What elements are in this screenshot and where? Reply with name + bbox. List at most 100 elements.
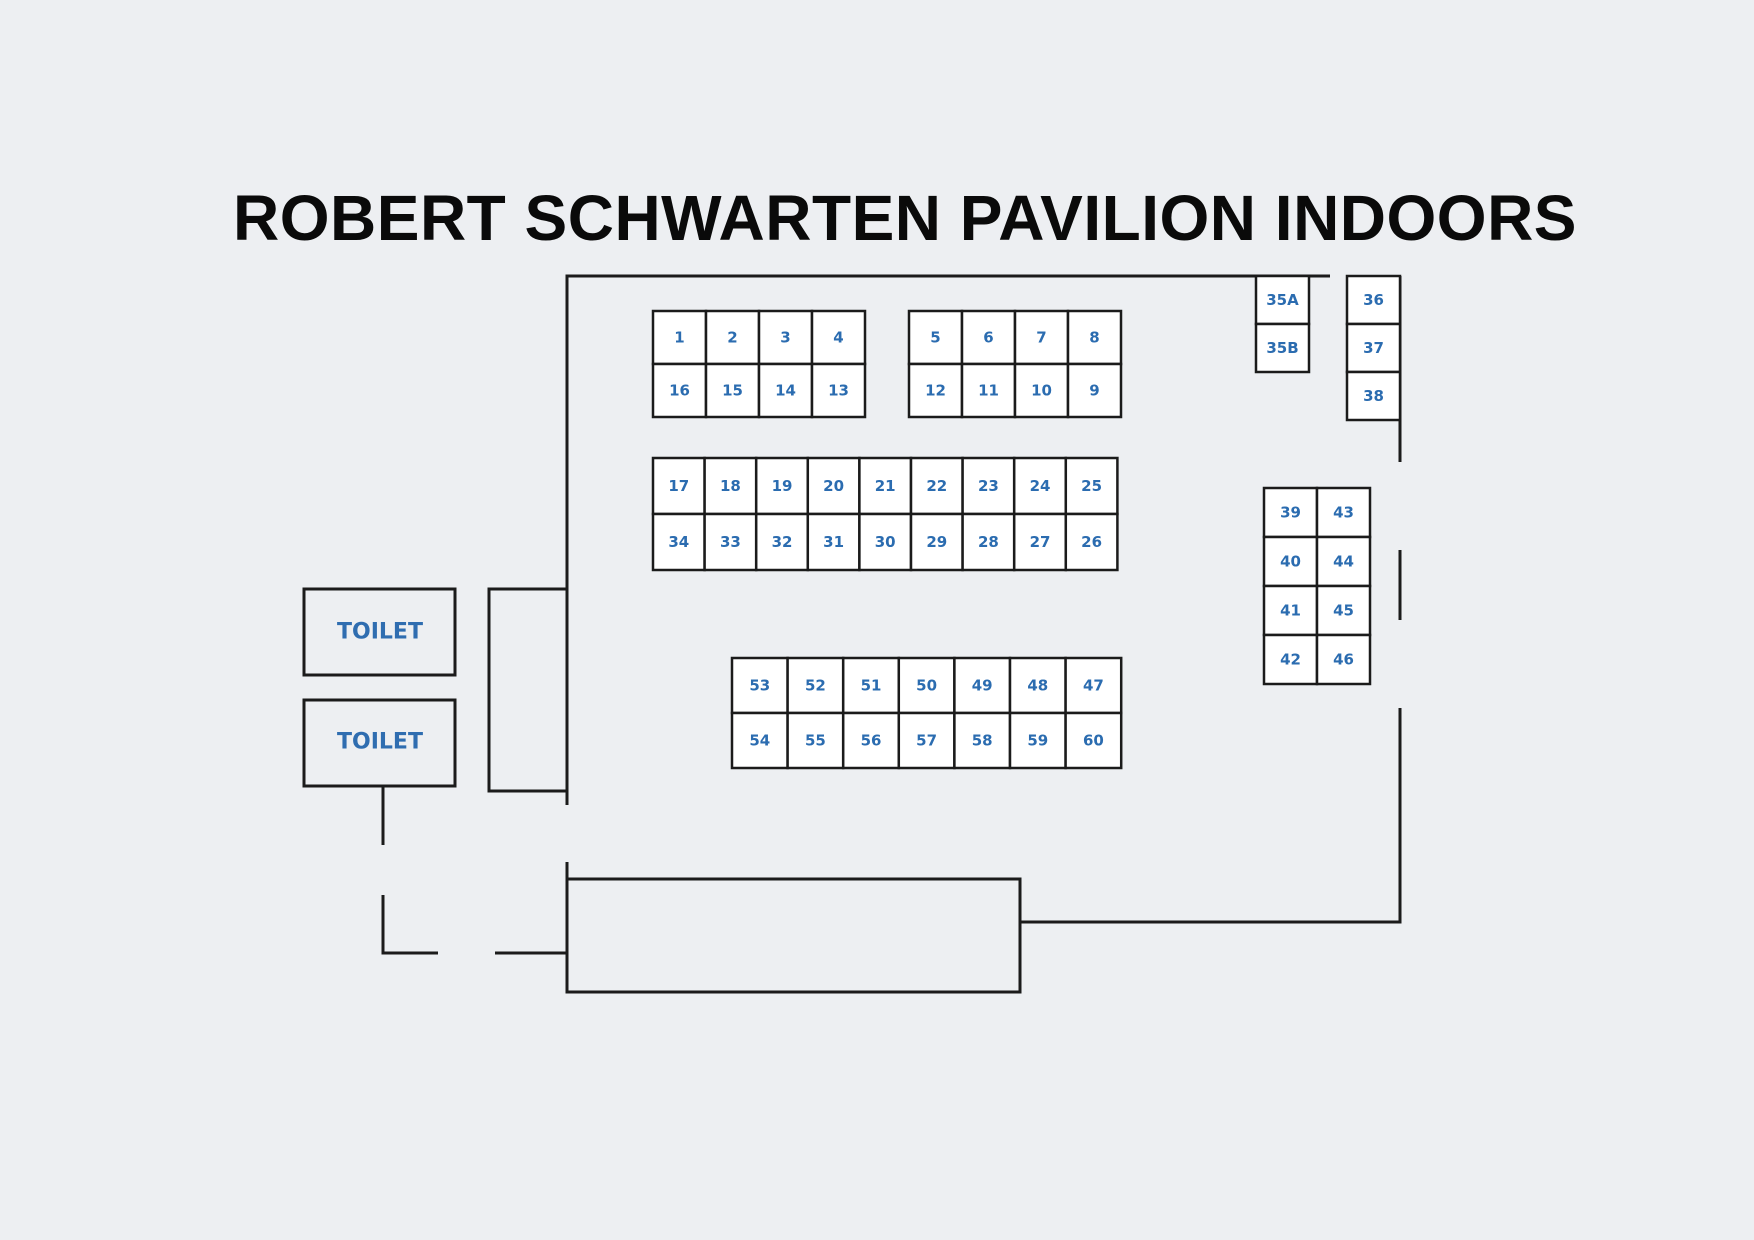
stall-number: 52 — [805, 677, 826, 695]
stall-number: 15 — [722, 382, 743, 400]
stall-number: 55 — [805, 732, 826, 750]
stall-25: 25 — [1064, 456, 1119, 516]
toilet-label: TOILET — [337, 730, 423, 755]
stall-box — [651, 512, 706, 572]
stall-number: 31 — [823, 533, 844, 551]
stall-box — [704, 309, 761, 366]
stall-box — [1064, 512, 1119, 572]
stall-30: 30 — [858, 512, 913, 572]
stall-number: 34 — [668, 533, 689, 551]
stall-number: 22 — [926, 477, 947, 495]
stall-number: 47 — [1083, 677, 1104, 695]
stall-number: 10 — [1031, 382, 1052, 400]
stall-39: 39 — [1262, 486, 1319, 539]
stall-number: 14 — [775, 382, 796, 400]
stall-box — [841, 711, 901, 770]
side-room — [487, 587, 569, 793]
stall-box — [730, 656, 789, 715]
stall-58: 58 — [953, 711, 1012, 770]
stall-box — [1262, 486, 1319, 539]
stall-box — [1064, 656, 1123, 715]
stall-44: 44 — [1315, 535, 1372, 588]
stall-box — [909, 456, 964, 516]
stall-34: 34 — [651, 512, 706, 572]
stall-52: 52 — [786, 656, 845, 715]
stall-box — [960, 362, 1017, 419]
stall-number: 9 — [1089, 382, 1099, 400]
stall-35a: 35A — [1254, 274, 1311, 326]
stall-box — [1064, 711, 1123, 770]
stall-59: 59 — [1008, 711, 1067, 770]
stall-2: 2 — [704, 309, 761, 366]
stall-number: 42 — [1280, 651, 1301, 669]
stall-box — [907, 362, 964, 419]
stall-12: 12 — [907, 362, 964, 419]
stall-19: 19 — [754, 456, 810, 516]
stall-number: 41 — [1280, 602, 1301, 620]
stall-35b: 35B — [1254, 322, 1311, 374]
stall-53: 53 — [730, 656, 789, 715]
stall-number: 18 — [720, 477, 741, 495]
corridor-wall-bottom — [381, 895, 438, 955]
toilet-block-lower: TOILET — [302, 698, 457, 788]
stall-54: 54 — [730, 711, 789, 770]
stall-box — [703, 512, 758, 572]
toilet-label: TOILET — [337, 620, 423, 645]
stall-number: 54 — [749, 732, 770, 750]
stall-number: 44 — [1333, 553, 1354, 571]
stall-13: 13 — [810, 362, 867, 419]
stall-33: 33 — [703, 512, 758, 572]
stall-number: 3 — [780, 329, 790, 347]
stall-number: 5 — [930, 329, 940, 347]
stall-31: 31 — [806, 512, 861, 572]
stall-number: 35A — [1266, 291, 1299, 309]
stall-box — [1315, 633, 1372, 686]
stall-box — [1066, 362, 1123, 419]
stall-box — [953, 711, 1012, 770]
stall-box — [1345, 370, 1402, 422]
stall-43: 43 — [1315, 486, 1372, 539]
stall-27: 27 — [1012, 512, 1068, 572]
stall-55: 55 — [786, 711, 845, 770]
stall-number: 53 — [749, 677, 770, 695]
stall-number: 49 — [972, 677, 993, 695]
stall-number: 29 — [926, 533, 947, 551]
stall-45: 45 — [1315, 584, 1372, 637]
stall-number: 59 — [1027, 732, 1048, 750]
stall-box — [1345, 274, 1402, 326]
stall-24: 24 — [1012, 456, 1068, 516]
stall-box — [1254, 274, 1311, 326]
stall-number: 20 — [823, 477, 844, 495]
stall-number: 48 — [1027, 677, 1048, 695]
stall-11: 11 — [960, 362, 1017, 419]
stall-number: 27 — [1030, 533, 1051, 551]
stall-number: 11 — [978, 382, 999, 400]
stall-number: 60 — [1083, 732, 1104, 750]
stall-box — [1315, 584, 1372, 637]
stall-14: 14 — [757, 362, 814, 419]
stall-number: 30 — [875, 533, 896, 551]
stall-9: 9 — [1066, 362, 1123, 419]
stall-box — [1315, 535, 1372, 588]
stall-box — [1008, 711, 1067, 770]
stall-number: 35B — [1266, 339, 1298, 357]
stall-number: 25 — [1081, 477, 1102, 495]
stall-36: 36 — [1345, 274, 1402, 326]
toilet-block-upper: TOILET — [302, 587, 457, 677]
stall-6: 6 — [960, 309, 1017, 366]
stall-number: 43 — [1333, 504, 1354, 522]
stall-number: 51 — [861, 677, 882, 695]
stall-number: 38 — [1363, 387, 1384, 405]
stall-26: 26 — [1064, 512, 1119, 572]
stall-box — [961, 456, 1016, 516]
page-title: ROBERT SCHWARTEN PAVILION INDOORS — [233, 182, 1577, 254]
stall-number: 33 — [720, 533, 741, 551]
stall-57: 57 — [897, 711, 956, 770]
stall-number: 32 — [772, 533, 793, 551]
stall-number: 1 — [674, 329, 684, 347]
stall-number: 24 — [1030, 477, 1051, 495]
wall-right-lower — [1020, 708, 1402, 924]
stall-box — [1254, 322, 1311, 374]
